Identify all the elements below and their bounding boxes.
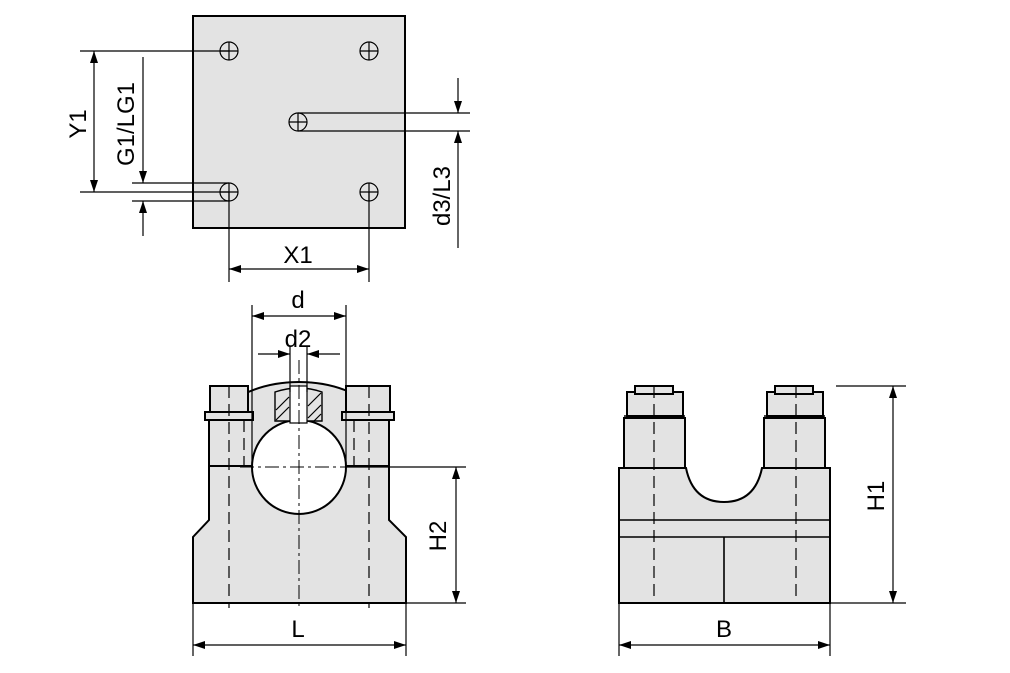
dimension-g1-lg1: G1/LG1 [113,57,229,236]
bolt-head-right [345,385,391,415]
label-d3-l3: d3/L3 [429,166,456,226]
dimension-d3-l3: d3/L3 [298,78,470,248]
washer-right [341,411,395,421]
label-h1: H1 [863,481,890,512]
dimension-d2: d2 [258,326,340,392]
bolt-hole-top-right [359,41,379,61]
label-l: L [291,616,304,643]
top-view: Y1 G1/LG1 d3/L3 X1 [65,15,470,282]
dimension-d: d [251,287,347,467]
label-g1-lg1: G1/LG1 [113,82,140,166]
label-h2: H2 [425,521,452,552]
side-body [618,467,831,604]
front-view: d d2 H2 L [192,287,466,656]
label-d2: d2 [285,326,312,353]
label-d: d [291,287,304,314]
dimension-h1: H1 [830,385,906,604]
dimension-l: L [192,603,407,656]
label-b: B [716,616,732,643]
label-y1: Y1 [65,109,92,138]
dimension-h2: H2 [346,466,466,604]
side-view: H1 B [618,385,906,656]
bolt-hole-center [288,112,308,132]
dimension-y1: Y1 [65,50,229,193]
side-bolt-right [763,385,826,469]
label-x1: X1 [283,242,312,269]
dimension-x1: X1 [228,192,370,282]
dimension-b: B [618,603,831,656]
